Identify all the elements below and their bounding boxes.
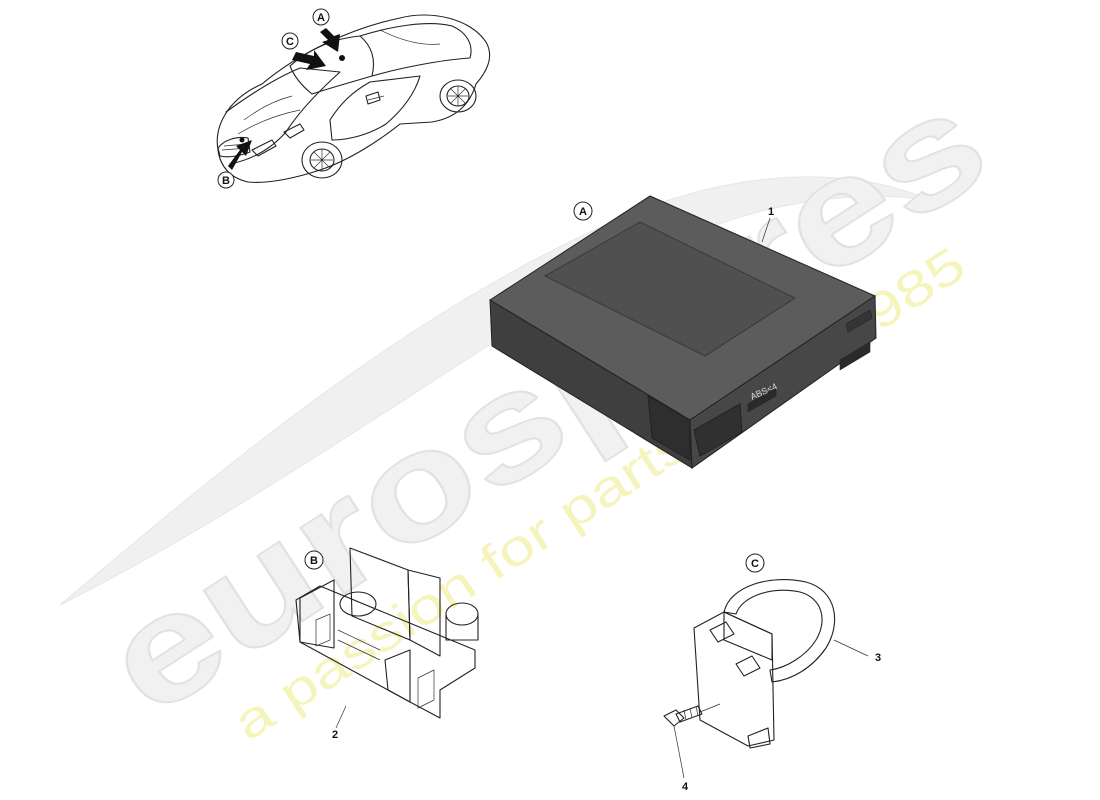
location-b-dot <box>239 137 245 143</box>
car-door <box>329 75 421 141</box>
svg-text:B: B <box>310 555 318 567</box>
callout-car-c: C <box>281 32 299 50</box>
part-number-1: 1 <box>768 206 774 218</box>
clip-block <box>693 611 775 747</box>
callout-detail-b: B <box>304 550 324 570</box>
callout-car-b: B <box>217 171 235 189</box>
callout-detail-c: C <box>745 553 765 573</box>
watermark-swoosh <box>59 176 931 606</box>
svg-text:A: A <box>317 12 325 24</box>
screw-icon <box>663 705 703 727</box>
part-number-4: 4 <box>682 781 689 793</box>
arrow-c-icon <box>292 50 326 70</box>
car-hood <box>225 67 341 165</box>
car-rear-wheel <box>439 79 477 113</box>
svg-text:C: C <box>286 36 294 48</box>
detail-c-clip: C 3 4 <box>663 553 881 793</box>
bracket-base <box>295 585 476 719</box>
clip-loop-strap <box>723 579 836 683</box>
car-front-wheel <box>301 141 343 179</box>
callout-car-a: A <box>312 8 330 26</box>
part-number-2: 2 <box>332 729 338 741</box>
detail-b-bracket: B 2 <box>295 547 479 741</box>
car-roof <box>359 23 472 77</box>
module-connector-housing <box>647 395 691 461</box>
callout-detail-a: A <box>573 201 593 221</box>
car-body-outline <box>216 14 491 183</box>
watermark-logo: eurospares <box>76 56 1015 747</box>
arrow-b-icon <box>228 140 252 170</box>
module-connector-pins <box>747 309 873 413</box>
detail-a-abs-module: A ABS<4 1 <box>489 195 877 469</box>
location-a-dot <box>339 55 345 61</box>
arrow-a-icon <box>320 28 340 52</box>
car-grille <box>217 136 251 158</box>
svg-text:C: C <box>751 558 759 570</box>
car-overview-illustration: A C B <box>216 8 491 189</box>
svg-text:B: B <box>222 175 230 187</box>
svg-text:A: A <box>579 206 587 218</box>
watermark: eurospares a passion for parts since 198… <box>59 55 1015 751</box>
part-number-3: 3 <box>875 652 881 664</box>
